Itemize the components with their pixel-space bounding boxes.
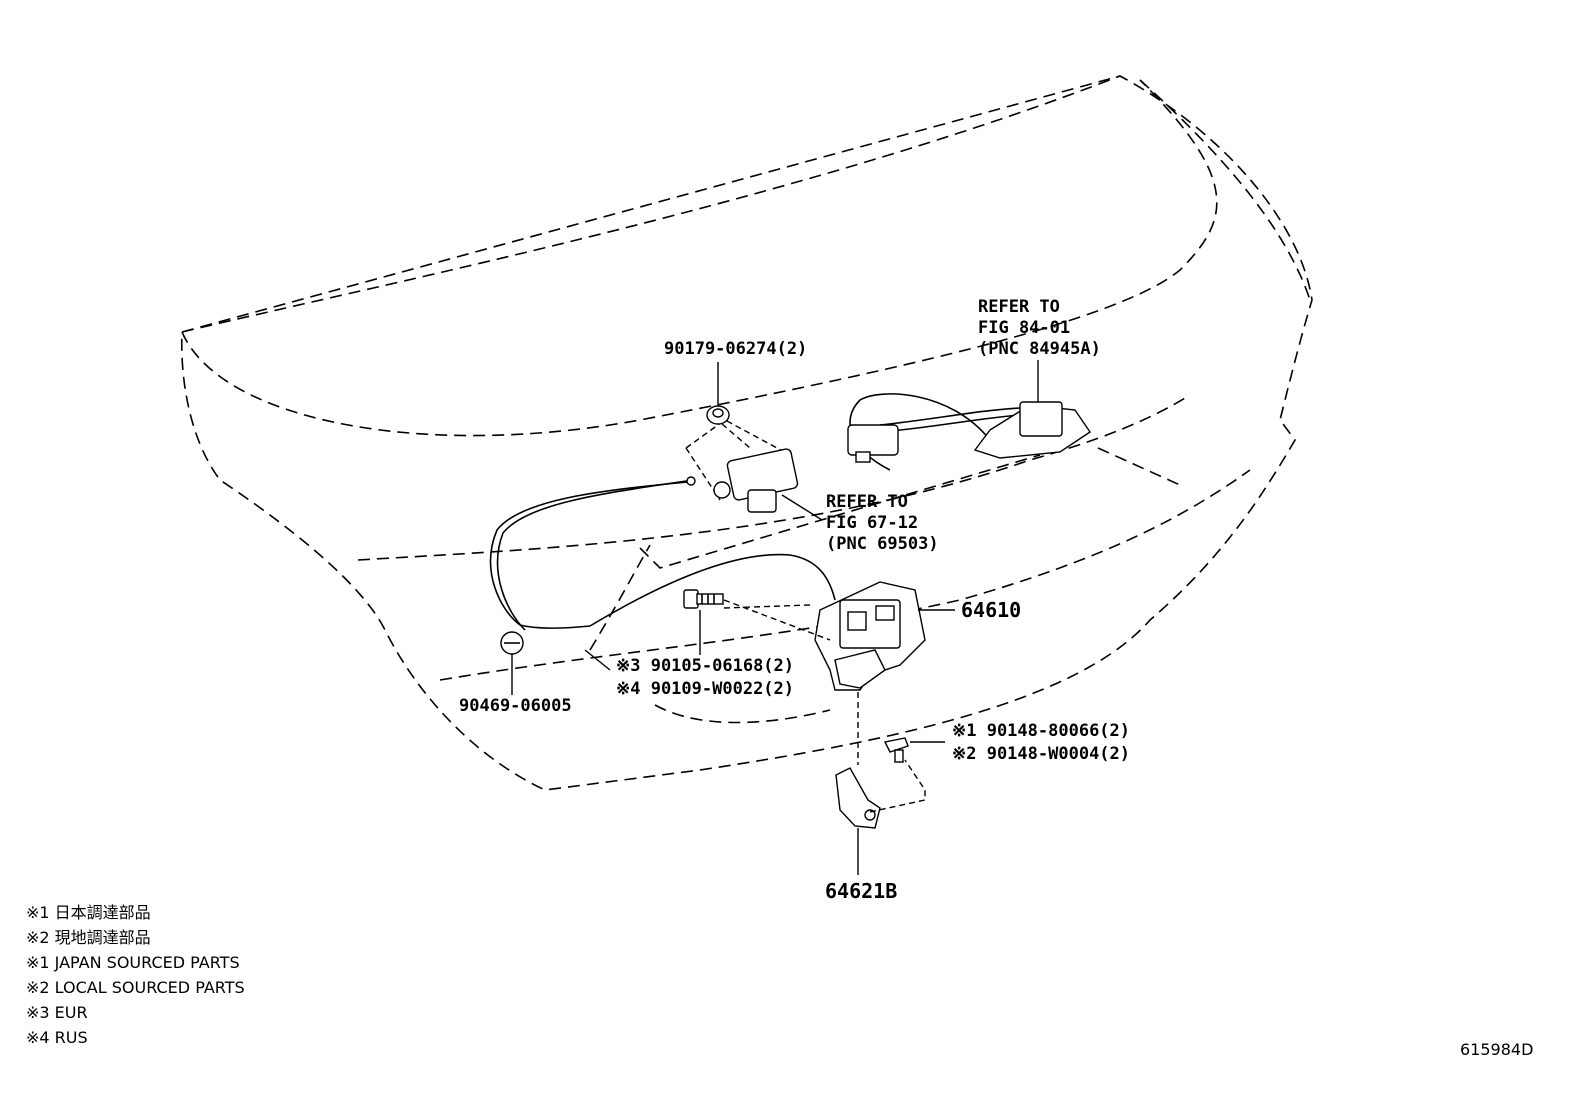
callout-90148-W0004: ※2 90148-W0004(2) — [952, 744, 1130, 764]
bolt-part — [584, 589, 831, 671]
trunk-lid-outline — [180, 75, 1313, 791]
callout-90109-W0022: ※4 90109-W0022(2) — [616, 679, 794, 699]
callout-64621B: 64621B — [825, 879, 897, 903]
legend-item: ※4 RUS — [26, 1028, 88, 1047]
leader-fig67 — [781, 494, 823, 521]
callout-64610: 64610 — [961, 598, 1021, 622]
legend-item: ※1 日本調達部品 — [26, 903, 151, 922]
callout-refer-fig84-l2: FIG 84-01 — [978, 318, 1070, 338]
striker-part — [835, 759, 926, 875]
release-cable — [489, 476, 836, 631]
screw-part — [883, 737, 945, 763]
callout-refer-fig84-l1: REFER TO — [978, 297, 1060, 317]
legend-item: ※2 LOCAL SOURCED PARTS — [26, 978, 245, 997]
legend: ※1 日本調達部品 ※2 現地調達部品 ※1 JAPAN SOURCED PAR… — [26, 900, 245, 1050]
grommet-part — [500, 631, 524, 695]
legend-item: ※3 EUR — [26, 1003, 88, 1022]
callout-refer-fig67-l3: (PNC 69503) — [826, 534, 939, 554]
camera-assembly-part — [847, 360, 1091, 471]
callout-refer-fig67-l1: REFER TO — [826, 492, 908, 512]
figure-id: 615984D — [1460, 1040, 1534, 1059]
callout-refer-fig67-l2: FIG 67-12 — [826, 513, 918, 533]
clip-part — [706, 362, 751, 449]
callout-refer-fig84-l3: (PNC 84945A) — [978, 339, 1101, 359]
callout-90105-06168: ※3 90105-06168(2) — [616, 656, 794, 676]
lock-assembly-part — [814, 581, 955, 765]
legend-item: ※2 現地調達部品 — [26, 928, 151, 947]
legend-item: ※1 JAPAN SOURCED PARTS — [26, 953, 240, 972]
opener-switch-part — [685, 419, 799, 513]
callout-90148-80066: ※1 90148-80066(2) — [952, 721, 1130, 741]
callout-90469-06005: 90469-06005 — [459, 696, 572, 716]
callout-90179-06274: 90179-06274(2) — [664, 339, 807, 359]
